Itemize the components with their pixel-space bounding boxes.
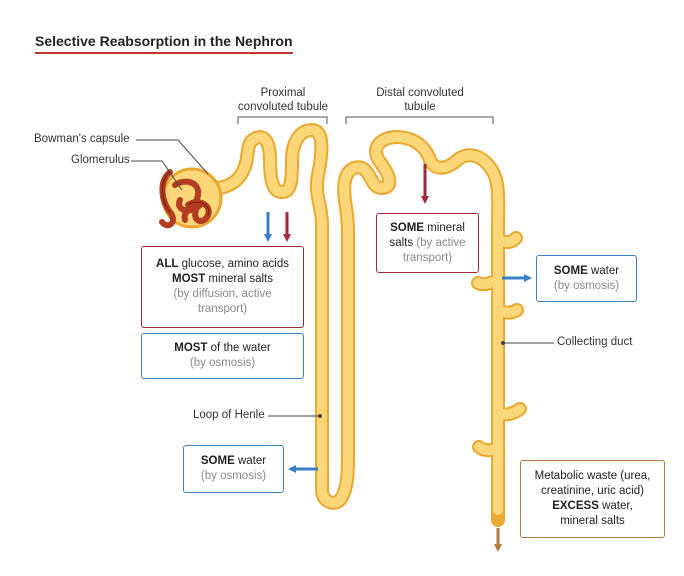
nephron-tubule <box>211 123 527 527</box>
distal-bracket <box>345 116 494 124</box>
proximal-header-line1: Proximal <box>260 87 306 99</box>
waste-line4: mineral salts <box>560 515 625 527</box>
proximal-solutes-most: MOST <box>172 273 206 285</box>
proximal-solutes-box: ALL glucose, amino acids MOST mineral sa… <box>141 246 304 328</box>
proximal-solutes-line1: glucose, amino acids <box>178 258 289 270</box>
proximal-water-most: MOST <box>174 342 208 354</box>
distal-header-line1: Distal convoluted <box>376 87 464 99</box>
collecting-duct-label: Collecting duct <box>557 336 633 348</box>
distal-salts-some: SOME <box>390 221 424 234</box>
waste-line3: water, <box>598 500 633 512</box>
waste-line1: Metabolic waste (urea, <box>534 470 651 482</box>
proximal-header: Proximal convoluted tubule <box>228 86 338 114</box>
loop-water-box: SOME water (by osmosis) <box>183 445 284 493</box>
duct-water-sub: (by osmosis) <box>553 279 620 292</box>
proximal-solutes-sub2: transport) <box>197 303 248 315</box>
glomerulus-label: Glomerulus <box>71 154 130 166</box>
duct-water-some: SOME <box>553 264 588 277</box>
distal-header-line2: tubule <box>404 101 436 113</box>
loop-water-sub: (by osmosis) <box>200 470 267 482</box>
proximal-water-sub: (by osmosis) <box>189 357 256 369</box>
distal-header: Distal convoluted tubule <box>360 86 480 114</box>
distal-salts-box: SOME mineral salts (by active transport) <box>376 213 479 273</box>
waste-line2: creatinine, uric acid) <box>541 485 644 497</box>
proximal-bracket <box>237 116 328 124</box>
waste-box: Metabolic waste (urea, creatinine, uric … <box>520 460 665 538</box>
loop-water-line1: water <box>234 455 267 467</box>
page-title: Selective Reabsorption in the Nephron <box>35 33 293 54</box>
proximal-header-line2: convoluted tubule <box>237 101 329 113</box>
bowmans-capsule-label: Bowman's capsule <box>34 133 130 145</box>
waste-excess: EXCESS <box>552 500 599 512</box>
distal-salts-line2: salts <box>389 236 414 249</box>
proximal-solutes-sub1: (by diffusion, active <box>173 288 272 300</box>
loop-water-some: SOME <box>200 455 235 467</box>
leader-lines <box>131 139 554 418</box>
proximal-solutes-line2: mineral salts <box>205 273 273 285</box>
proximal-water-line1: of the water <box>207 342 271 354</box>
duct-water-line1: water <box>587 264 620 277</box>
distal-salts-sub: transport) <box>402 251 453 264</box>
distal-salts-line2-grey: (by active <box>413 236 466 249</box>
glomerulus-detail <box>161 171 210 216</box>
proximal-water-box: MOST of the water (by osmosis) <box>141 333 304 379</box>
loop-of-henle-label: Loop of Henle <box>193 409 265 421</box>
proximal-solutes-all: ALL <box>156 258 179 270</box>
distal-salts-line1: mineral <box>423 221 465 234</box>
duct-water-box: SOME water (by osmosis) <box>536 255 637 302</box>
